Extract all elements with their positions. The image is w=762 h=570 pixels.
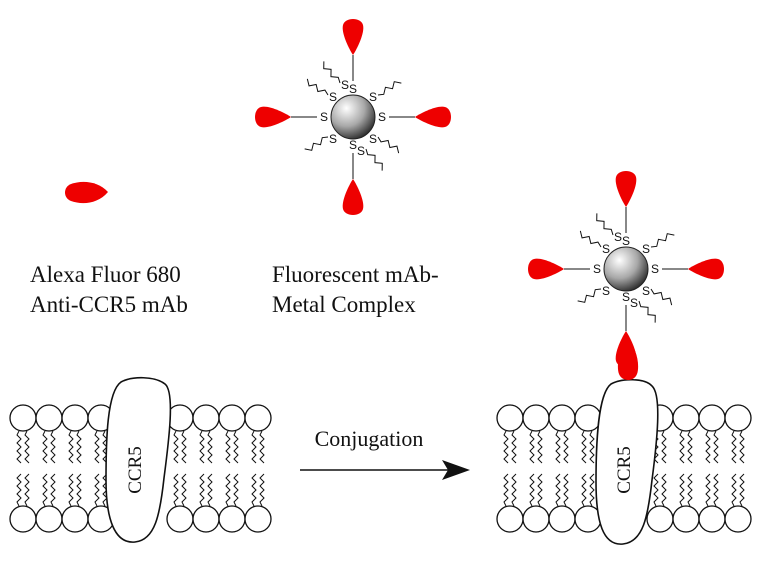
bound-antibody-icon — [617, 340, 639, 380]
conjugation-label: Conjugation — [315, 426, 424, 451]
lipid-head-icon — [9, 404, 37, 432]
lipid-head-icon — [522, 505, 550, 533]
lipid-head-icon — [61, 505, 89, 533]
lipid-head-icon — [672, 404, 700, 432]
lipid-head-icon — [35, 404, 63, 432]
lipid-head-icon — [672, 505, 700, 533]
lipid-head-icon — [548, 505, 576, 533]
antibody-icon — [615, 171, 637, 207]
sulfur-label: S — [602, 242, 610, 256]
sulfur-label: S — [329, 132, 337, 146]
lipid-head-icon — [192, 404, 220, 432]
antibody-icon — [528, 258, 564, 280]
arrowhead-icon — [442, 460, 470, 480]
sulfur-label: S — [614, 230, 622, 244]
lipid-head-icon — [244, 505, 272, 533]
nanoparticle-icon — [603, 246, 649, 292]
sulfur-label: S — [341, 78, 349, 92]
lipid-head-icon — [35, 505, 63, 533]
sulfur-label: S — [369, 90, 377, 104]
sulfur-label: S — [651, 262, 659, 276]
lipid-head-icon — [646, 505, 674, 533]
lipid-head-icon — [496, 404, 524, 432]
reaction-arrow — [300, 460, 470, 480]
lipid-head-icon — [522, 404, 550, 432]
cell-membrane-right — [496, 404, 752, 533]
sulfur-label: S — [329, 90, 337, 104]
lipid-head-icon — [724, 505, 752, 533]
lipid-head-icon — [192, 505, 220, 533]
sulfur-label: S — [602, 284, 610, 298]
ccr5-label-right: CCR5 — [614, 446, 635, 494]
sulfur-label: S — [642, 242, 650, 256]
lipid-head-icon — [548, 404, 576, 432]
lipid-head-icon — [698, 505, 726, 533]
antibody-icon — [65, 181, 108, 204]
cell-membrane-left — [9, 404, 272, 533]
complex-label-line2: Metal Complex — [272, 292, 416, 317]
ccr5-receptor-left: CCR5 — [105, 376, 172, 543]
lipid-head-icon — [724, 404, 752, 432]
sulfur-label: S — [593, 262, 601, 276]
ccr5-label-left: CCR5 — [125, 446, 146, 494]
sulfur-label: S — [357, 144, 365, 158]
lipid-head-icon — [218, 505, 246, 533]
sulfur-label: S — [622, 290, 630, 304]
sulfur-label: S — [349, 82, 357, 96]
lipid-head-icon — [698, 404, 726, 432]
antibody-icon — [688, 258, 724, 280]
complex-label-line1: Fluorescent mAb- — [272, 262, 439, 287]
sulfur-label: S — [622, 234, 630, 248]
sulfur-label: S — [320, 110, 328, 124]
antibody-icon — [415, 106, 451, 128]
lipid-head-icon — [9, 505, 37, 533]
antibody-icon — [342, 19, 364, 55]
alexa-label-line1: Alexa Fluor 680 — [30, 262, 181, 287]
lipid-head-icon — [166, 505, 194, 533]
nanoparticle-icon — [330, 94, 376, 140]
lipid-head-icon — [574, 404, 602, 432]
antibody-icon — [342, 179, 364, 215]
antibody-icon — [255, 106, 291, 128]
free-antibody — [65, 181, 108, 204]
alexa-label-line2: Anti-CCR5 mAb — [30, 292, 188, 317]
sulfur-label: S — [378, 110, 386, 124]
lipid-head-icon — [61, 404, 89, 432]
lipid-head-icon — [496, 505, 524, 533]
lipid-head-icon — [218, 404, 246, 432]
ccr5-receptor-right: CCR5 — [595, 378, 659, 545]
sulfur-label: S — [369, 132, 377, 146]
sulfur-label: S — [349, 138, 357, 152]
sulfur-label: S — [630, 296, 638, 310]
lipid-head-icon — [244, 404, 272, 432]
sulfur-label: S — [642, 284, 650, 298]
